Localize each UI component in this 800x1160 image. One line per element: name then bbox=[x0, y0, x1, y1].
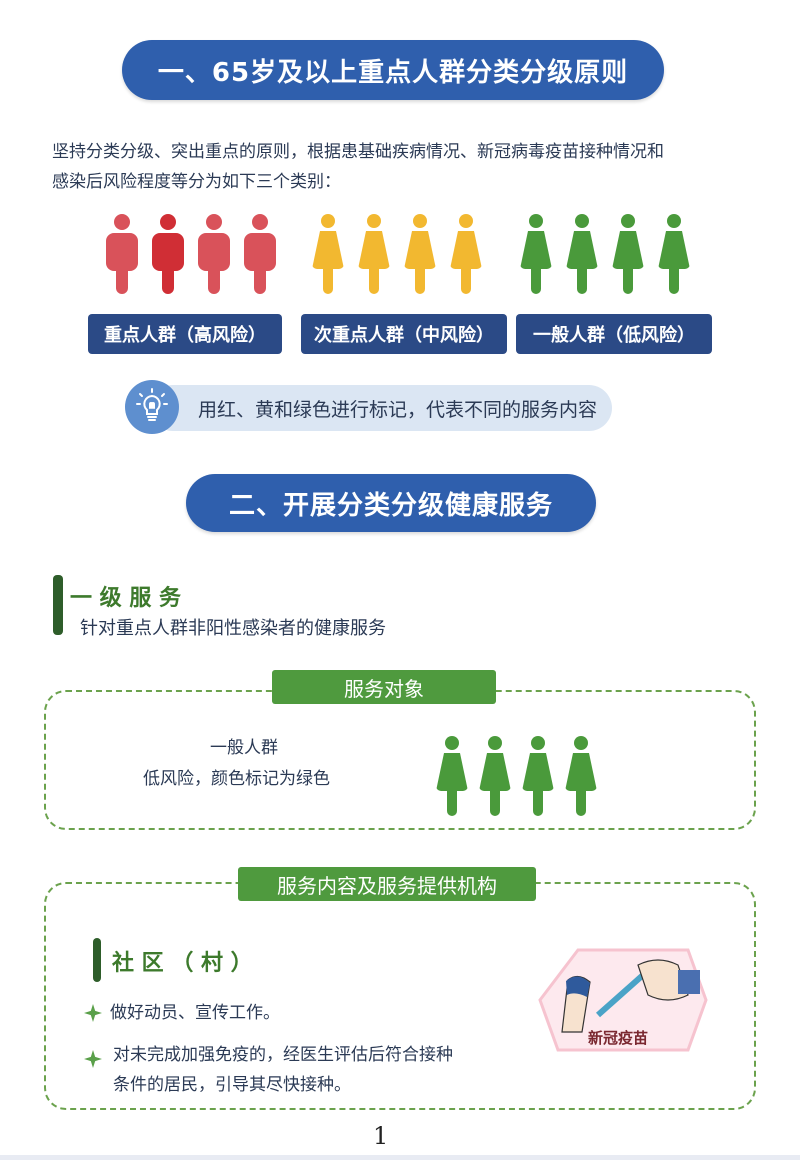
intro-text: 坚持分类分级、突出重点的原则，根据患基础疾病情况、新冠病毒疫苗接种情况和 感染后… bbox=[52, 137, 772, 197]
section1-title-banner: 一、65岁及以上重点人群分类分级原则 bbox=[122, 40, 664, 100]
category-label-medium-risk: 次重点人群（中风险） bbox=[301, 314, 507, 354]
category-label-low-risk: 一般人群（低风险） bbox=[516, 314, 712, 354]
service-target-box bbox=[44, 690, 756, 830]
vaccine-illustration: 新冠疫苗 bbox=[538, 945, 708, 1055]
syringe-icon bbox=[538, 948, 708, 1052]
person-figure-icon bbox=[479, 736, 511, 816]
person-figure-icon bbox=[312, 214, 344, 294]
person-figure-icon bbox=[565, 736, 597, 816]
bullet-item-1: 做好动员、宣传工作。 bbox=[110, 1003, 280, 1023]
person-figure-icon bbox=[522, 736, 554, 816]
page-bottom-edge bbox=[0, 1155, 800, 1160]
level-subheading: 针对重点人群非阳性感染者的健康服务 bbox=[80, 618, 386, 639]
person-figure-icon bbox=[450, 214, 482, 294]
vaccine-caption: 新冠疫苗 bbox=[588, 1029, 649, 1047]
org-heading: 社 区 （ 村 ） bbox=[112, 951, 253, 976]
person-figure-icon bbox=[198, 214, 230, 294]
tip-banner: 用红、黄和绿色进行标记，代表不同的服务内容 bbox=[150, 385, 612, 431]
category-label-high-risk: 重点人群（高风险） bbox=[88, 314, 282, 354]
person-figure-icon bbox=[358, 214, 390, 294]
lightbulb-icon bbox=[125, 380, 179, 434]
service-target-line1: 一般人群 bbox=[210, 738, 278, 758]
person-figure-icon bbox=[436, 736, 468, 816]
intro-line-1: 坚持分类分级、突出重点的原则，根据患基础疾病情况、新冠病毒疫苗接种情况和 bbox=[52, 142, 664, 162]
level-heading-bar bbox=[53, 575, 63, 635]
person-figure-icon bbox=[612, 214, 644, 294]
service-target-line2: 低风险，颜色标记为绿色 bbox=[143, 769, 330, 789]
bullet-item-2: 对未完成加强免疫的，经医生评估后符合接种 bbox=[113, 1045, 453, 1065]
level-heading: 一 级 服 务 bbox=[70, 586, 181, 611]
person-figure-icon bbox=[404, 214, 436, 294]
person-figure-icon bbox=[152, 214, 184, 294]
person-figure-icon bbox=[106, 214, 138, 294]
person-figure-icon bbox=[520, 214, 552, 294]
org-heading-bar bbox=[93, 938, 101, 982]
service-target-tag: 服务对象 bbox=[272, 670, 496, 704]
page-number: 1 bbox=[373, 1122, 389, 1150]
bullet-item-3: 条件的居民，引导其尽快接种。 bbox=[113, 1075, 351, 1095]
person-figure-icon bbox=[658, 214, 690, 294]
person-figure-icon bbox=[244, 214, 276, 294]
section2-title-banner: 二、开展分类分级健康服务 bbox=[186, 474, 596, 532]
person-figure-icon bbox=[566, 214, 598, 294]
intro-line-2: 感染后风险程度等分为如下三个类别： bbox=[52, 172, 341, 192]
service-content-tag: 服务内容及服务提供机构 bbox=[238, 867, 536, 901]
tip-text: 用红、黄和绿色进行标记，代表不同的服务内容 bbox=[198, 398, 598, 421]
